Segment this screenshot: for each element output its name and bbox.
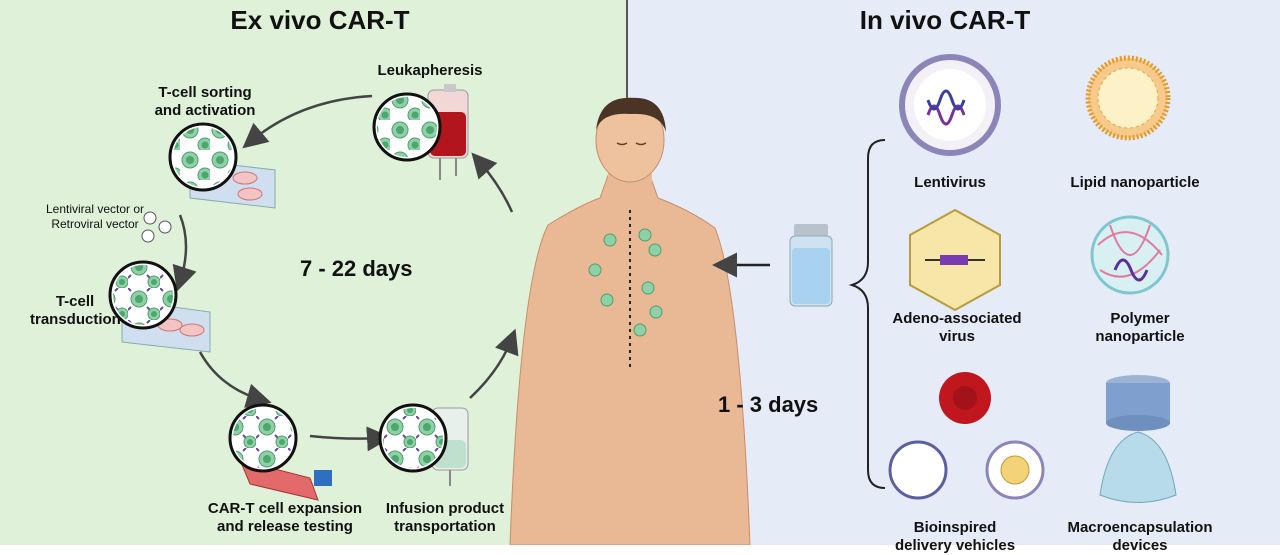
transduction-cells xyxy=(113,265,173,325)
label-aav: Adeno-associated virus xyxy=(892,310,1022,345)
label-vector: Lentiviral vector or Retroviral vector xyxy=(45,202,145,231)
vehicle-brace xyxy=(848,139,886,489)
label-bioinspired: Bioinspired delivery vehicles xyxy=(894,519,1016,554)
ex-vivo-duration: 7 - 22 days xyxy=(300,256,413,281)
patient-body xyxy=(509,97,751,545)
ex-vivo-title: Ex vivo CAR-T xyxy=(230,5,410,35)
cycle-arrows xyxy=(172,94,519,452)
polymer-nanoparticle-icon xyxy=(1090,215,1170,295)
label-sorting: T-cell sorting and activation xyxy=(154,84,256,119)
label-lipid-nanoparticle: Lipid nanoparticle xyxy=(1070,174,1200,191)
expansion-cells xyxy=(233,408,293,468)
in-vivo-duration: 1 - 3 days xyxy=(718,392,819,417)
label-expansion: CAR-T cell expansion and release testing xyxy=(207,500,363,535)
lentivirus-icon xyxy=(899,54,1001,156)
vial-icon xyxy=(789,224,833,307)
label-polymer: Polymer nanoparticle xyxy=(1095,310,1185,345)
lipid-nanoparticle-icon xyxy=(1085,55,1171,141)
leukapheresis-cells xyxy=(377,97,437,157)
vector-virus-icon xyxy=(141,211,172,243)
aav-icon xyxy=(909,208,1001,312)
label-infusion: Infusion product transportation xyxy=(385,500,505,535)
in-vivo-title: In vivo CAR-T xyxy=(859,5,1031,35)
label-macroencapsulation: Macroencapsulation devices xyxy=(1067,519,1213,554)
infusion-cells xyxy=(383,408,443,468)
sorting-cells xyxy=(173,127,233,187)
macroencapsulation-device-icon xyxy=(1099,375,1177,503)
label-transduction: T-cell transduction xyxy=(30,293,121,328)
bioinspired-vehicles-icon xyxy=(888,372,1045,500)
label-lentivirus: Lentivirus xyxy=(914,174,986,191)
label-leukapheresis: Leukapheresis xyxy=(377,62,483,79)
